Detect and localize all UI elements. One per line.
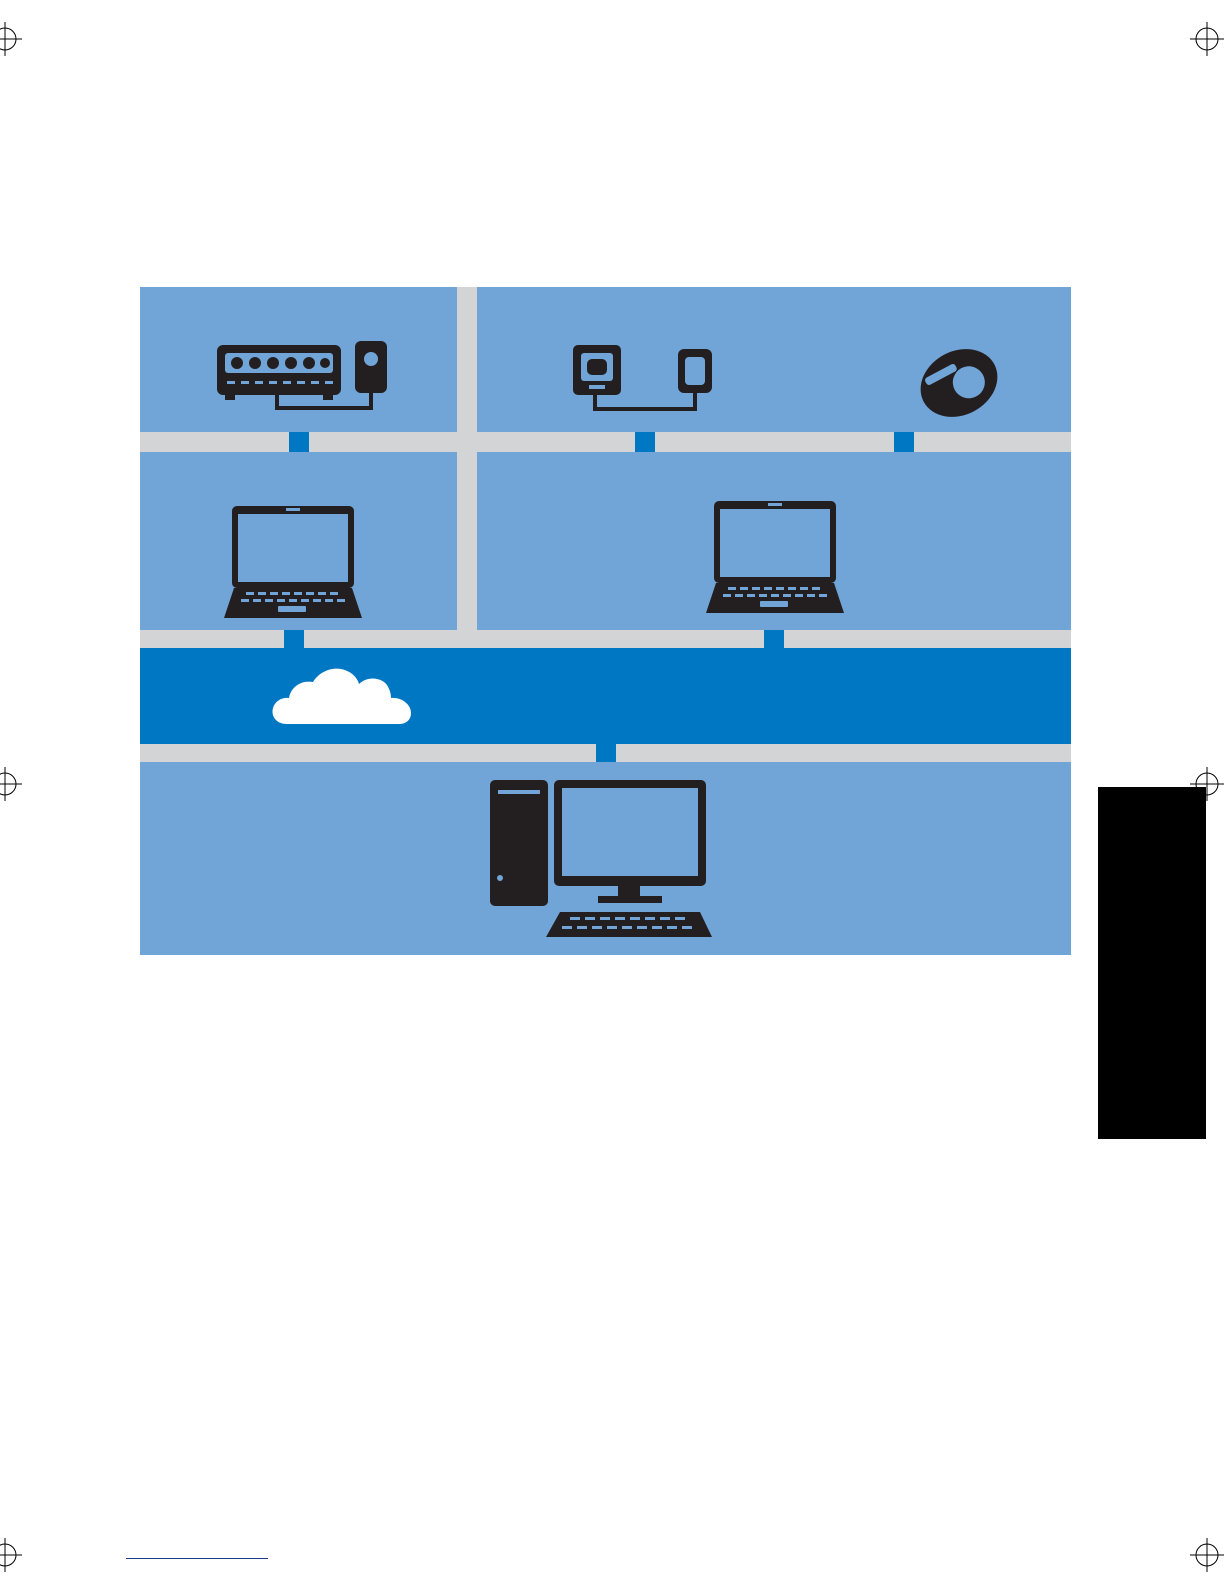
powerline-adapter-icon: [573, 345, 715, 413]
crop-mark-icon: [0, 767, 22, 801]
connector: [284, 630, 304, 648]
mouse-icon: [916, 343, 1002, 423]
crop-mark-icon: [0, 1538, 22, 1572]
connector: [596, 744, 616, 762]
side-tab: [1098, 787, 1206, 1139]
laptop-icon: [224, 506, 364, 624]
desktop-computer-icon: [490, 780, 714, 940]
laptop-icon: [706, 501, 846, 619]
connector: [764, 630, 784, 648]
crop-mark-icon: [0, 22, 22, 56]
connector: [635, 432, 655, 452]
network-diagram: [140, 287, 1071, 955]
connector: [894, 432, 914, 452]
connector: [289, 432, 309, 452]
footer-rule: [126, 1558, 268, 1559]
crop-mark-icon: [1190, 1538, 1224, 1572]
network-switch-icon: [217, 341, 389, 411]
crop-mark-icon: [1190, 22, 1224, 56]
cloud-icon: [271, 667, 413, 727]
